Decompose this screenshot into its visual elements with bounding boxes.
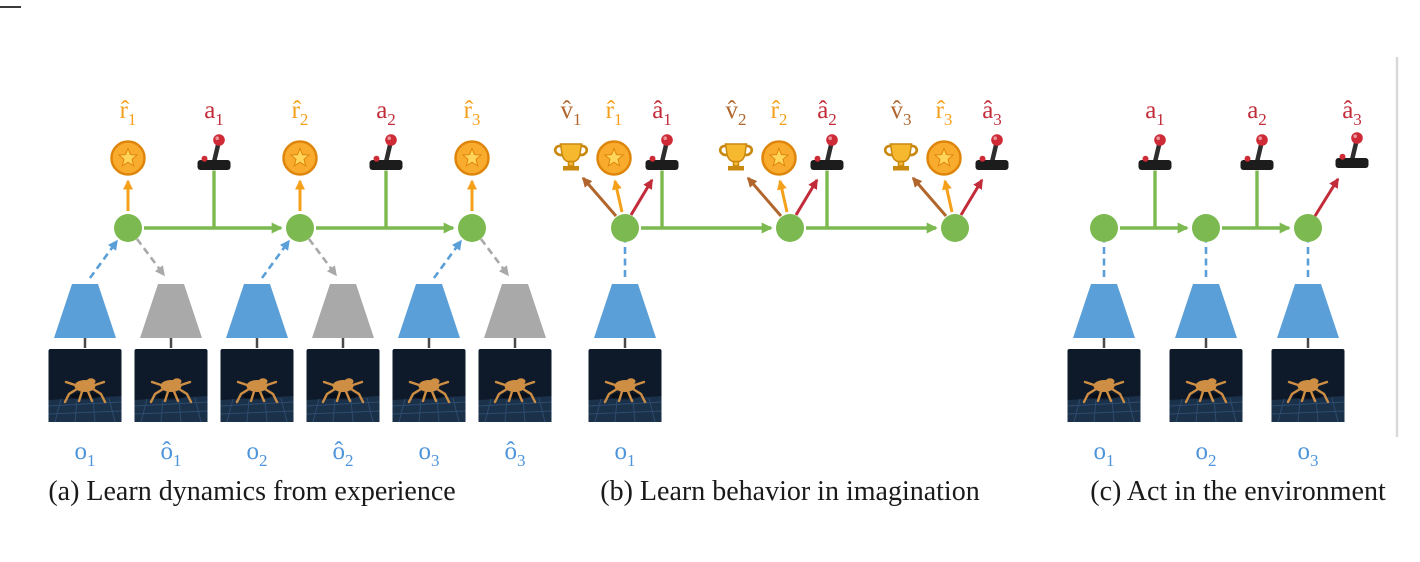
reward-hat-label: r̂3 (464, 97, 481, 129)
reward-hat-label: r̂2 (771, 97, 788, 129)
action-hat-label: â2 (817, 97, 837, 129)
panel-a-learn-dynamics: r̂1 a1 r̂2 a2 r̂3 o1 ô1 o2 ô2 o3 ô3 (a) … (48, 97, 551, 507)
action-label: a2 (1247, 97, 1267, 129)
observation-label: o2 (1196, 438, 1217, 470)
action-joystick-icon (370, 134, 403, 170)
action-joystick-icon (1139, 134, 1172, 170)
latent-state-node (1294, 214, 1322, 242)
observation-label: ô1 (161, 438, 182, 470)
value-hat-label: v̂1 (561, 97, 582, 129)
latent-state-node (941, 214, 969, 242)
value-hat-label: v̂2 (726, 97, 747, 129)
action-hat-label: â3 (982, 97, 1002, 129)
encode-decode-unit-3 (393, 142, 552, 423)
action-joystick-icon (1241, 134, 1274, 170)
value-hat-label: v̂3 (891, 97, 912, 129)
imagination-head-cluster-2 (720, 134, 843, 216)
observation-label: o3 (1298, 438, 1319, 470)
observation-image (1168, 347, 1244, 424)
observation-image (1066, 347, 1142, 424)
observation-label: o1 (1094, 438, 1115, 470)
action-joystick-icon (198, 134, 231, 170)
action-joystick-icon (1336, 132, 1369, 168)
encoder-trapezoid (1071, 282, 1137, 350)
panel-caption: (c) Act in the environment (1090, 476, 1386, 507)
action-hat-label: â1 (652, 97, 672, 129)
action-label: a1 (1145, 97, 1165, 129)
imagination-head-cluster-1 (555, 134, 678, 216)
action-hat-label: â3 (1342, 97, 1362, 129)
observation-image (587, 347, 663, 424)
latent-state-node (611, 214, 639, 242)
encode-decode-unit-1 (49, 142, 208, 423)
observation-label: o1 (615, 438, 636, 470)
panel-b-learn-behavior: v̂1 r̂1 â1 v̂2 r̂2 â2 v̂3 r̂3 â3 o1 (b) … (555, 97, 1008, 507)
encoder-trapezoid (1173, 282, 1239, 350)
encode-decode-unit-2 (221, 142, 380, 423)
observation-label: ô2 (333, 438, 354, 470)
encoder-trapezoid (592, 282, 658, 350)
imagination-head-cluster-3 (885, 134, 1008, 216)
latent-state-node (1192, 214, 1220, 242)
observation-image (1270, 347, 1346, 424)
latent-state-node (776, 214, 804, 242)
encoder-trapezoid (1275, 282, 1341, 350)
reward-hat-label: r̂2 (292, 97, 309, 129)
reward-hat-label: r̂3 (936, 97, 953, 129)
action-label: a1 (204, 97, 224, 129)
reward-hat-label: r̂1 (606, 97, 623, 129)
observation-label: o3 (419, 438, 440, 470)
observation-label: o1 (75, 438, 96, 470)
policy-arrow (1313, 177, 1340, 217)
panel-caption: (a) Learn dynamics from experience (48, 476, 455, 507)
panel-c-act-environment: a1 a2 â3 o1 o2 o3 (c) Act in the environ… (1066, 97, 1386, 507)
panel-caption: (b) Learn behavior in imagination (600, 476, 979, 507)
observation-label: o2 (247, 438, 268, 470)
action-label: a2 (376, 97, 396, 129)
latent-state-node (1090, 214, 1118, 242)
observation-label: ô3 (505, 438, 526, 470)
reward-hat-label: r̂1 (120, 97, 137, 129)
